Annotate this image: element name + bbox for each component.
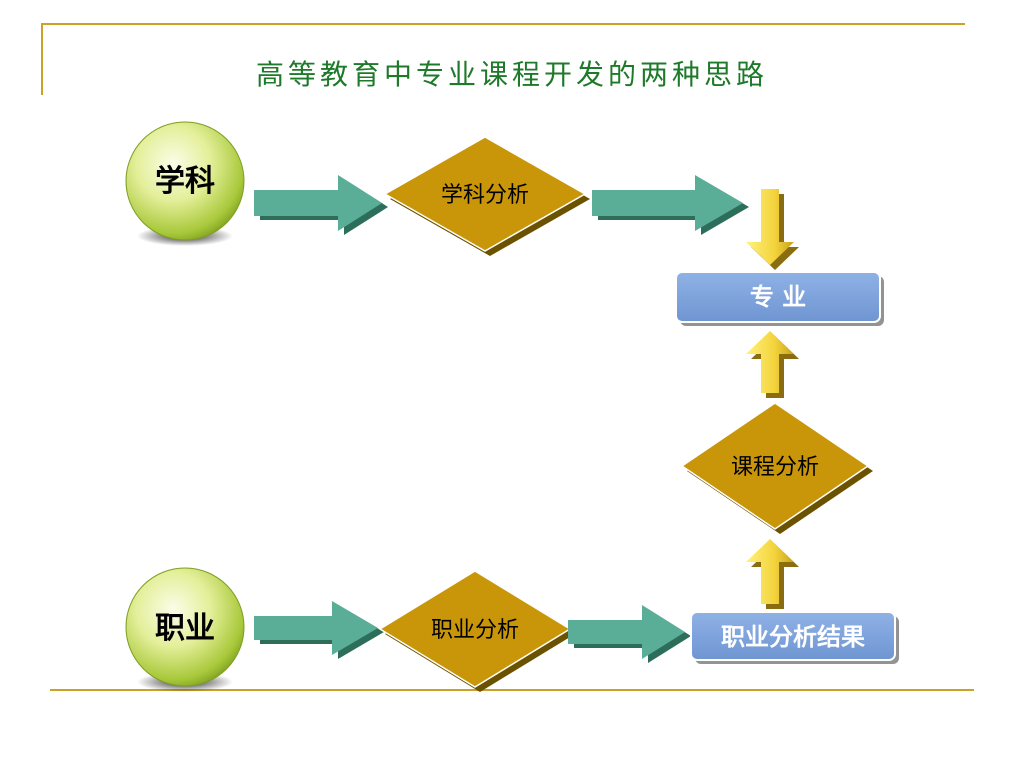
discipline-label: 学科 [155,164,215,199]
occupation-result-label: 职业分析结果 [721,623,865,651]
yellow-arrow-down [746,189,799,270]
discipline-node: 学科 [125,121,245,246]
green-arrow-4 [568,605,691,663]
frame-bottom-line [50,689,974,691]
discipline-analysis-node: 学科分析 [383,136,590,256]
green-arrow-3 [254,601,384,659]
occupation-node-ball [125,567,245,687]
frame-top-line [41,23,965,25]
occupation-result-node: 职业分析结果 [690,611,899,664]
occupation-analysis-label: 职业分析 [431,618,519,643]
yellow-arrow-up-2 [746,539,799,609]
frame-left-line [41,23,43,95]
major-label: 专 业 [750,283,806,311]
course-analysis-label: 课程分析 [731,455,819,480]
green-arrow-2 [592,175,749,235]
discipline-analysis-label: 学科分析 [441,183,529,208]
discipline-node-ball [125,121,245,241]
occupation-analysis-node: 职业分析 [378,570,575,692]
major-node: 专 业 [675,271,884,326]
green-arrow-1 [254,175,388,235]
page-title: 高等教育中专业课程开发的两种思路 [255,58,768,91]
course-analysis-node: 课程分析 [680,402,873,534]
occupation-label: 职业 [155,611,215,646]
occupation-node: 职业 [125,567,245,692]
yellow-arrow-up-1 [746,331,799,398]
